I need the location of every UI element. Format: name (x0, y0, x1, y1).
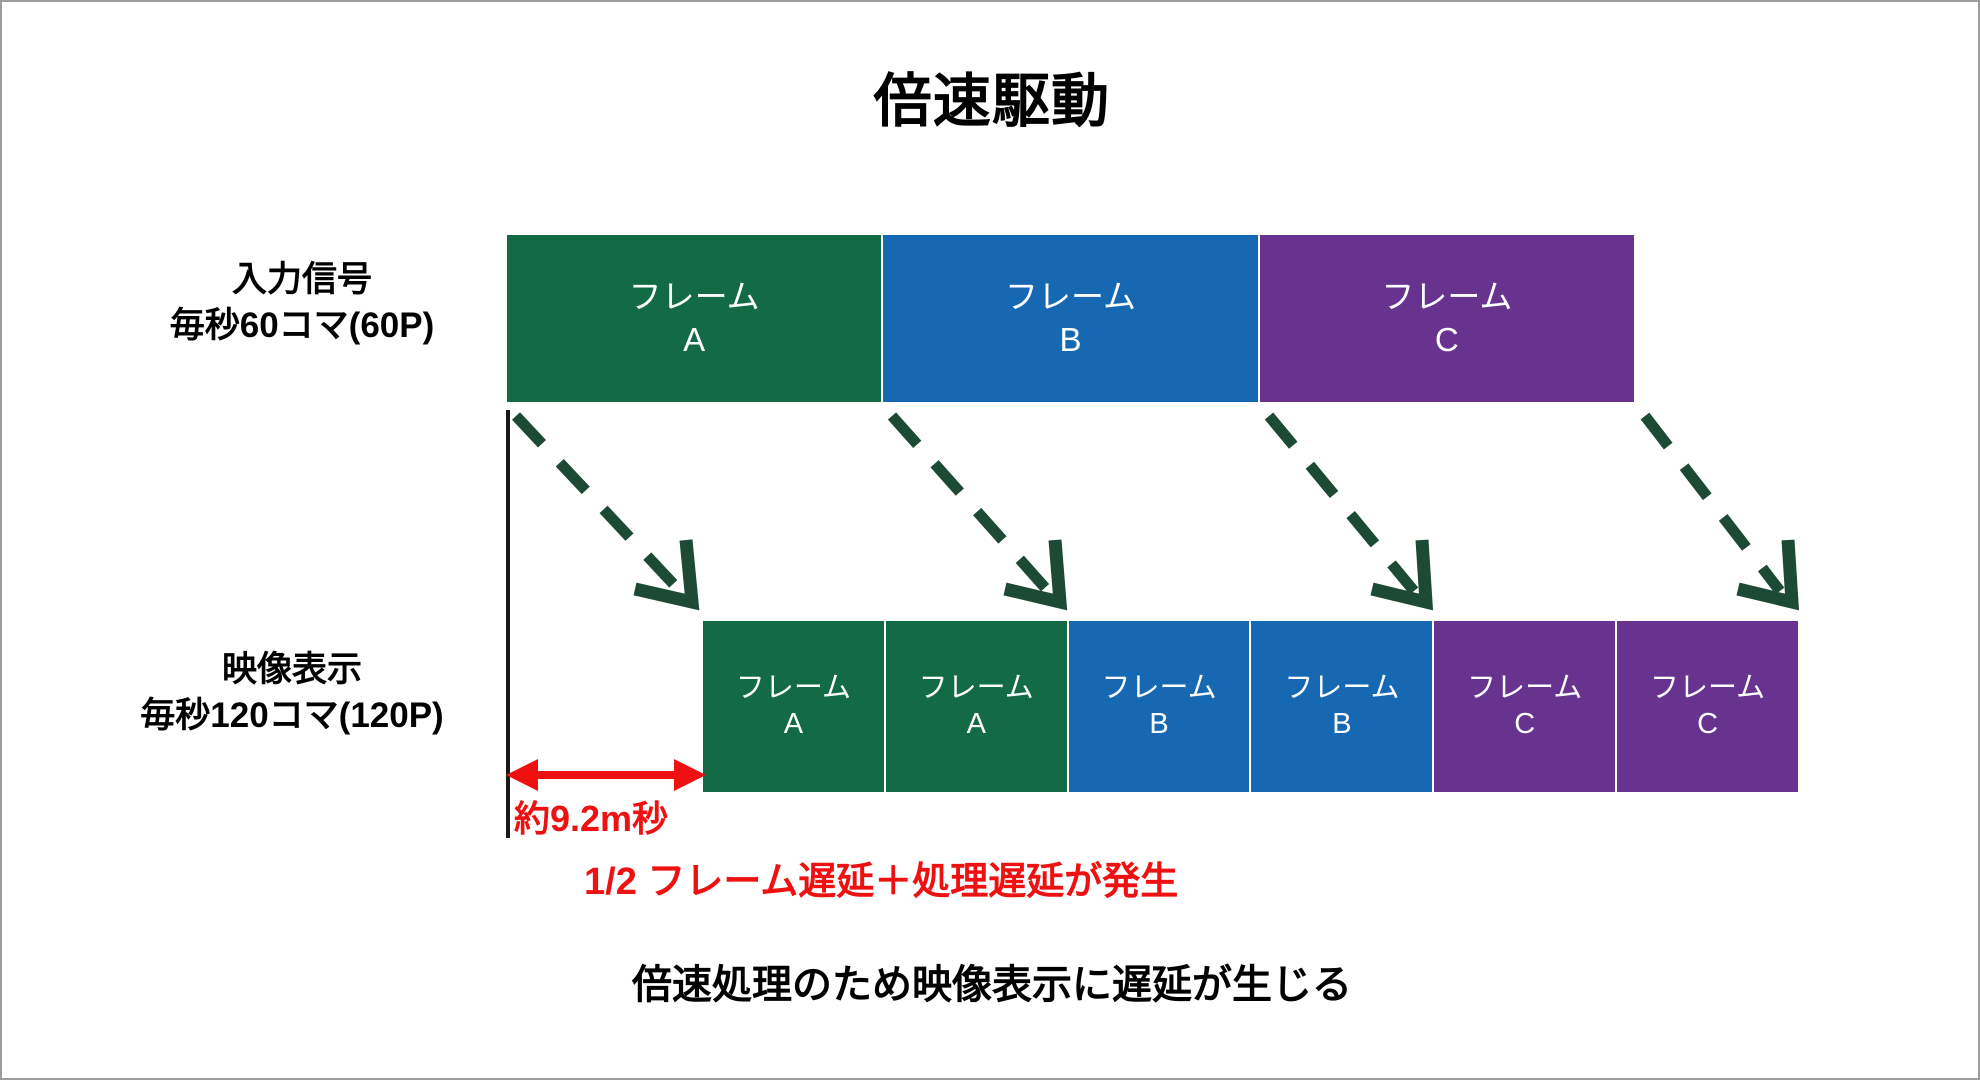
output-row-label: 映像表示 毎秒120コマ(120P) (92, 647, 492, 738)
input-frame-c[interactable]: フレーム C (1258, 234, 1635, 403)
output-frame-b2[interactable]: フレーム B (1250, 620, 1434, 793)
frame-label-line2: C (1514, 707, 1536, 740)
mapping-arrow-2-shaft (887, 412, 1053, 595)
mapping-arrow-4-head (1736, 539, 1800, 611)
frame-label-line2: A (966, 707, 986, 740)
frame-label-line1: フレーム (918, 671, 1034, 704)
frame-label-line2: B (1332, 707, 1352, 740)
page-title: 倍速駆動 (873, 69, 1111, 134)
frame-label-line2: A (783, 707, 804, 740)
frame-label-line2: B (1059, 320, 1082, 358)
frame-label-line1: フレーム (1284, 671, 1400, 704)
delay-note-label: 1/2 フレーム遅延＋処理遅延が発生 (584, 861, 1179, 903)
frame-label-line1: フレーム (1649, 671, 1766, 704)
output-frame-c2[interactable]: フレーム C (1616, 620, 1799, 793)
output-row-label-line2: 毎秒120コマ(120P) (140, 695, 444, 735)
mapping-arrow-3-shaft (1264, 412, 1419, 595)
frame-label-line1: フレーム (628, 278, 760, 316)
delay-measure-arrow (506, 759, 706, 791)
output-row-label-line1: 映像表示 (221, 650, 362, 689)
mapping-arrow-3-head (1370, 539, 1434, 611)
output-frame-c1[interactable]: フレーム C (1433, 620, 1617, 793)
output-frame-b1[interactable]: フレーム B (1067, 620, 1251, 793)
mapping-arrow-4-shaft (1640, 412, 1785, 595)
frame-label-line1: フレーム (1004, 278, 1136, 316)
output-frame-a2[interactable]: フレーム A (884, 620, 1068, 793)
mapping-arrow-1-head (633, 539, 700, 611)
frame-label-line1: フレーム (1467, 671, 1583, 704)
output-frame-a1[interactable]: フレーム A (702, 620, 885, 793)
input-signal-frame-row: フレーム A フレーム B フレーム C (506, 234, 1635, 403)
mapping-arrow-2-head (1003, 539, 1068, 611)
summary-caption: 倍速処理のため映像表示に遅延が生じる (632, 963, 1352, 1007)
input-frame-b[interactable]: フレーム B (882, 234, 1259, 403)
frame-label-line1: フレーム (1381, 278, 1513, 316)
frame-label-line2: C (1434, 320, 1459, 358)
frame-label-line2: B (1149, 707, 1169, 740)
frame-label-line1: フレーム (1101, 671, 1217, 704)
input-frame-a[interactable]: フレーム A (506, 234, 883, 403)
frame-label-line2: A (683, 320, 706, 358)
input-row-label: 入力信号 毎秒60コマ(60P) (112, 257, 492, 348)
timeline-axis-line (506, 410, 510, 838)
mapping-arrow-1-shaft (511, 412, 685, 595)
input-row-label-line1: 入力信号 (231, 260, 372, 299)
delay-measure-label: 約9.2m秒 (514, 798, 669, 839)
frame-label-line2: C (1697, 707, 1719, 740)
frame-label-line1: フレーム (735, 671, 851, 704)
input-row-label-line2: 毎秒60コマ(60P) (169, 305, 435, 345)
video-display-frame-row: フレーム A フレーム A フレーム B フレーム B フレーム C フレーム … (702, 620, 1799, 793)
